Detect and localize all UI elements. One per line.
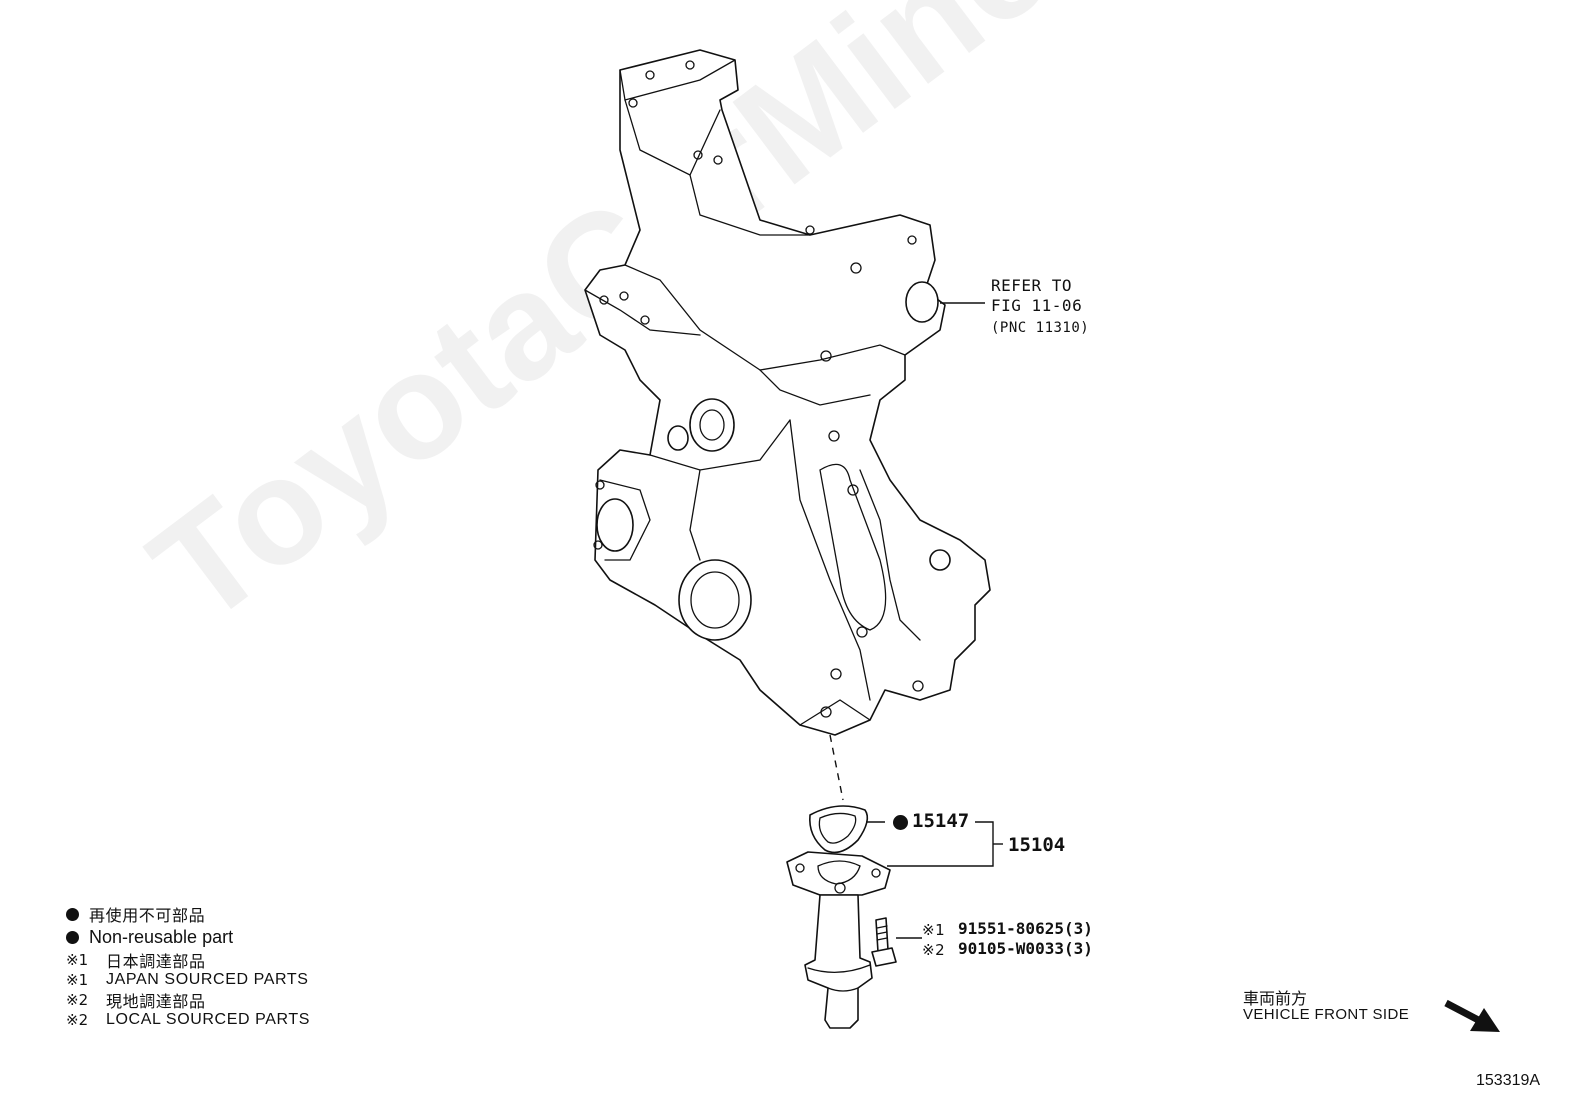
bullet-icon <box>66 930 79 944</box>
part-number-15147[interactable]: 15147 <box>912 810 970 832</box>
legend-mark: ※2 <box>66 1011 89 1029</box>
vehicle-front-jp: 車両前方 <box>1243 991 1308 1008</box>
part-number-91551-80625[interactable]: 91551-80625(3) <box>958 919 1093 938</box>
part-number-15104[interactable]: 15104 <box>1008 834 1066 856</box>
refer-to-line3: (PNC 11310) <box>991 320 1090 336</box>
gasket-15147-shape <box>808 805 869 854</box>
legend-text: 再使用不可部品 <box>89 908 206 925</box>
legend-item: 再使用不可部品 <box>66 904 310 925</box>
legend-item: Non-reusable part <box>66 924 310 950</box>
non-reusable-bullet <box>893 815 908 830</box>
legend-text: LOCAL SOURCED PARTS <box>106 1011 311 1028</box>
legend-item: ※2 現地調達部品 <box>66 990 310 1011</box>
vehicle-front-en: VEHICLE FRONT SIDE <box>1243 1006 1410 1023</box>
legend-text: 日本調達部品 <box>106 954 206 971</box>
bullet-icon <box>66 907 79 921</box>
bolt-mark-2: ※2 <box>922 941 946 959</box>
legend-item: ※1 JAPAN SOURCED PARTS <box>66 970 310 990</box>
legend-item: ※2 LOCAL SOURCED PARTS <box>66 1010 310 1030</box>
legend-mark: ※1 <box>66 971 89 989</box>
legend-item: ※1 日本調達部品 <box>66 950 310 971</box>
figure-id: 153319A <box>1476 1072 1541 1089</box>
bolt-mark-1: ※1 <box>922 921 946 939</box>
legend-mark: ※1 <box>66 951 89 969</box>
legend-text: JAPAN SOURCED PARTS <box>106 971 309 988</box>
refer-to-line1: REFER TO <box>991 276 1073 295</box>
bolt-shape <box>871 917 897 967</box>
timing-chain-cover <box>584 49 991 736</box>
legend: 再使用不可部品 Non-reusable part ※1 日本調達部品 ※1 J… <box>66 904 310 1030</box>
front-direction-arrow <box>1444 999 1500 1032</box>
part-number-90105-W0033[interactable]: 90105-W0033(3) <box>958 939 1093 958</box>
assembly-centerline <box>829 734 844 801</box>
outlet-housing-15104-shape <box>786 851 891 1029</box>
legend-mark: ※2 <box>66 991 89 1009</box>
legend-text: 現地調達部品 <box>106 994 206 1011</box>
legend-text: Non-reusable part <box>89 926 234 947</box>
refer-to-line2: FIG 11-06 <box>991 296 1083 315</box>
